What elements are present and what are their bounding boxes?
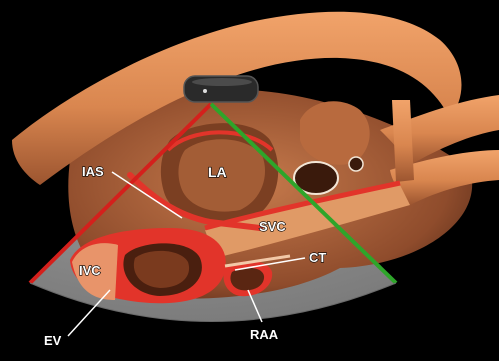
label-ev: EV: [44, 333, 62, 348]
label-ias: IAS: [82, 164, 104, 179]
label-ivc: IVC: [79, 263, 101, 278]
label-la: LA: [208, 164, 227, 180]
label-raa: RAA: [250, 327, 279, 342]
label-svc: SVC: [259, 219, 286, 234]
label-ct: CT: [309, 250, 326, 265]
ultrasound-probe-icon: [184, 76, 258, 102]
vessel-opening-small: [349, 157, 363, 171]
